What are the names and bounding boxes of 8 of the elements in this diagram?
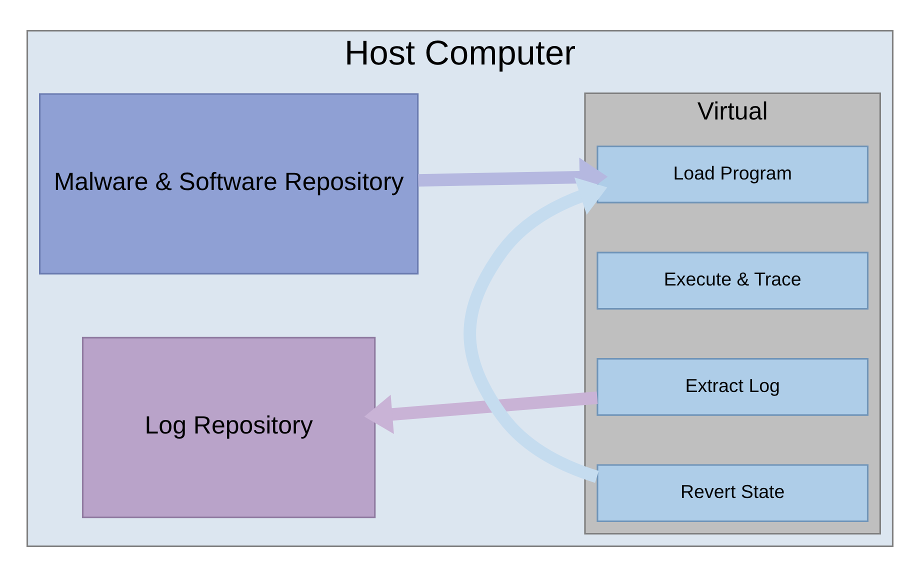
node-box: Log Repository	[82, 336, 376, 518]
node-box: Execute & Trace	[596, 251, 868, 310]
node-box: Load Program	[596, 145, 868, 203]
node-box: Malware & Software Repository	[39, 92, 419, 274]
node-box: Revert State	[596, 464, 868, 522]
node-box: Extract Log	[596, 358, 868, 416]
arrow	[464, 176, 608, 482]
arrow	[364, 391, 598, 434]
